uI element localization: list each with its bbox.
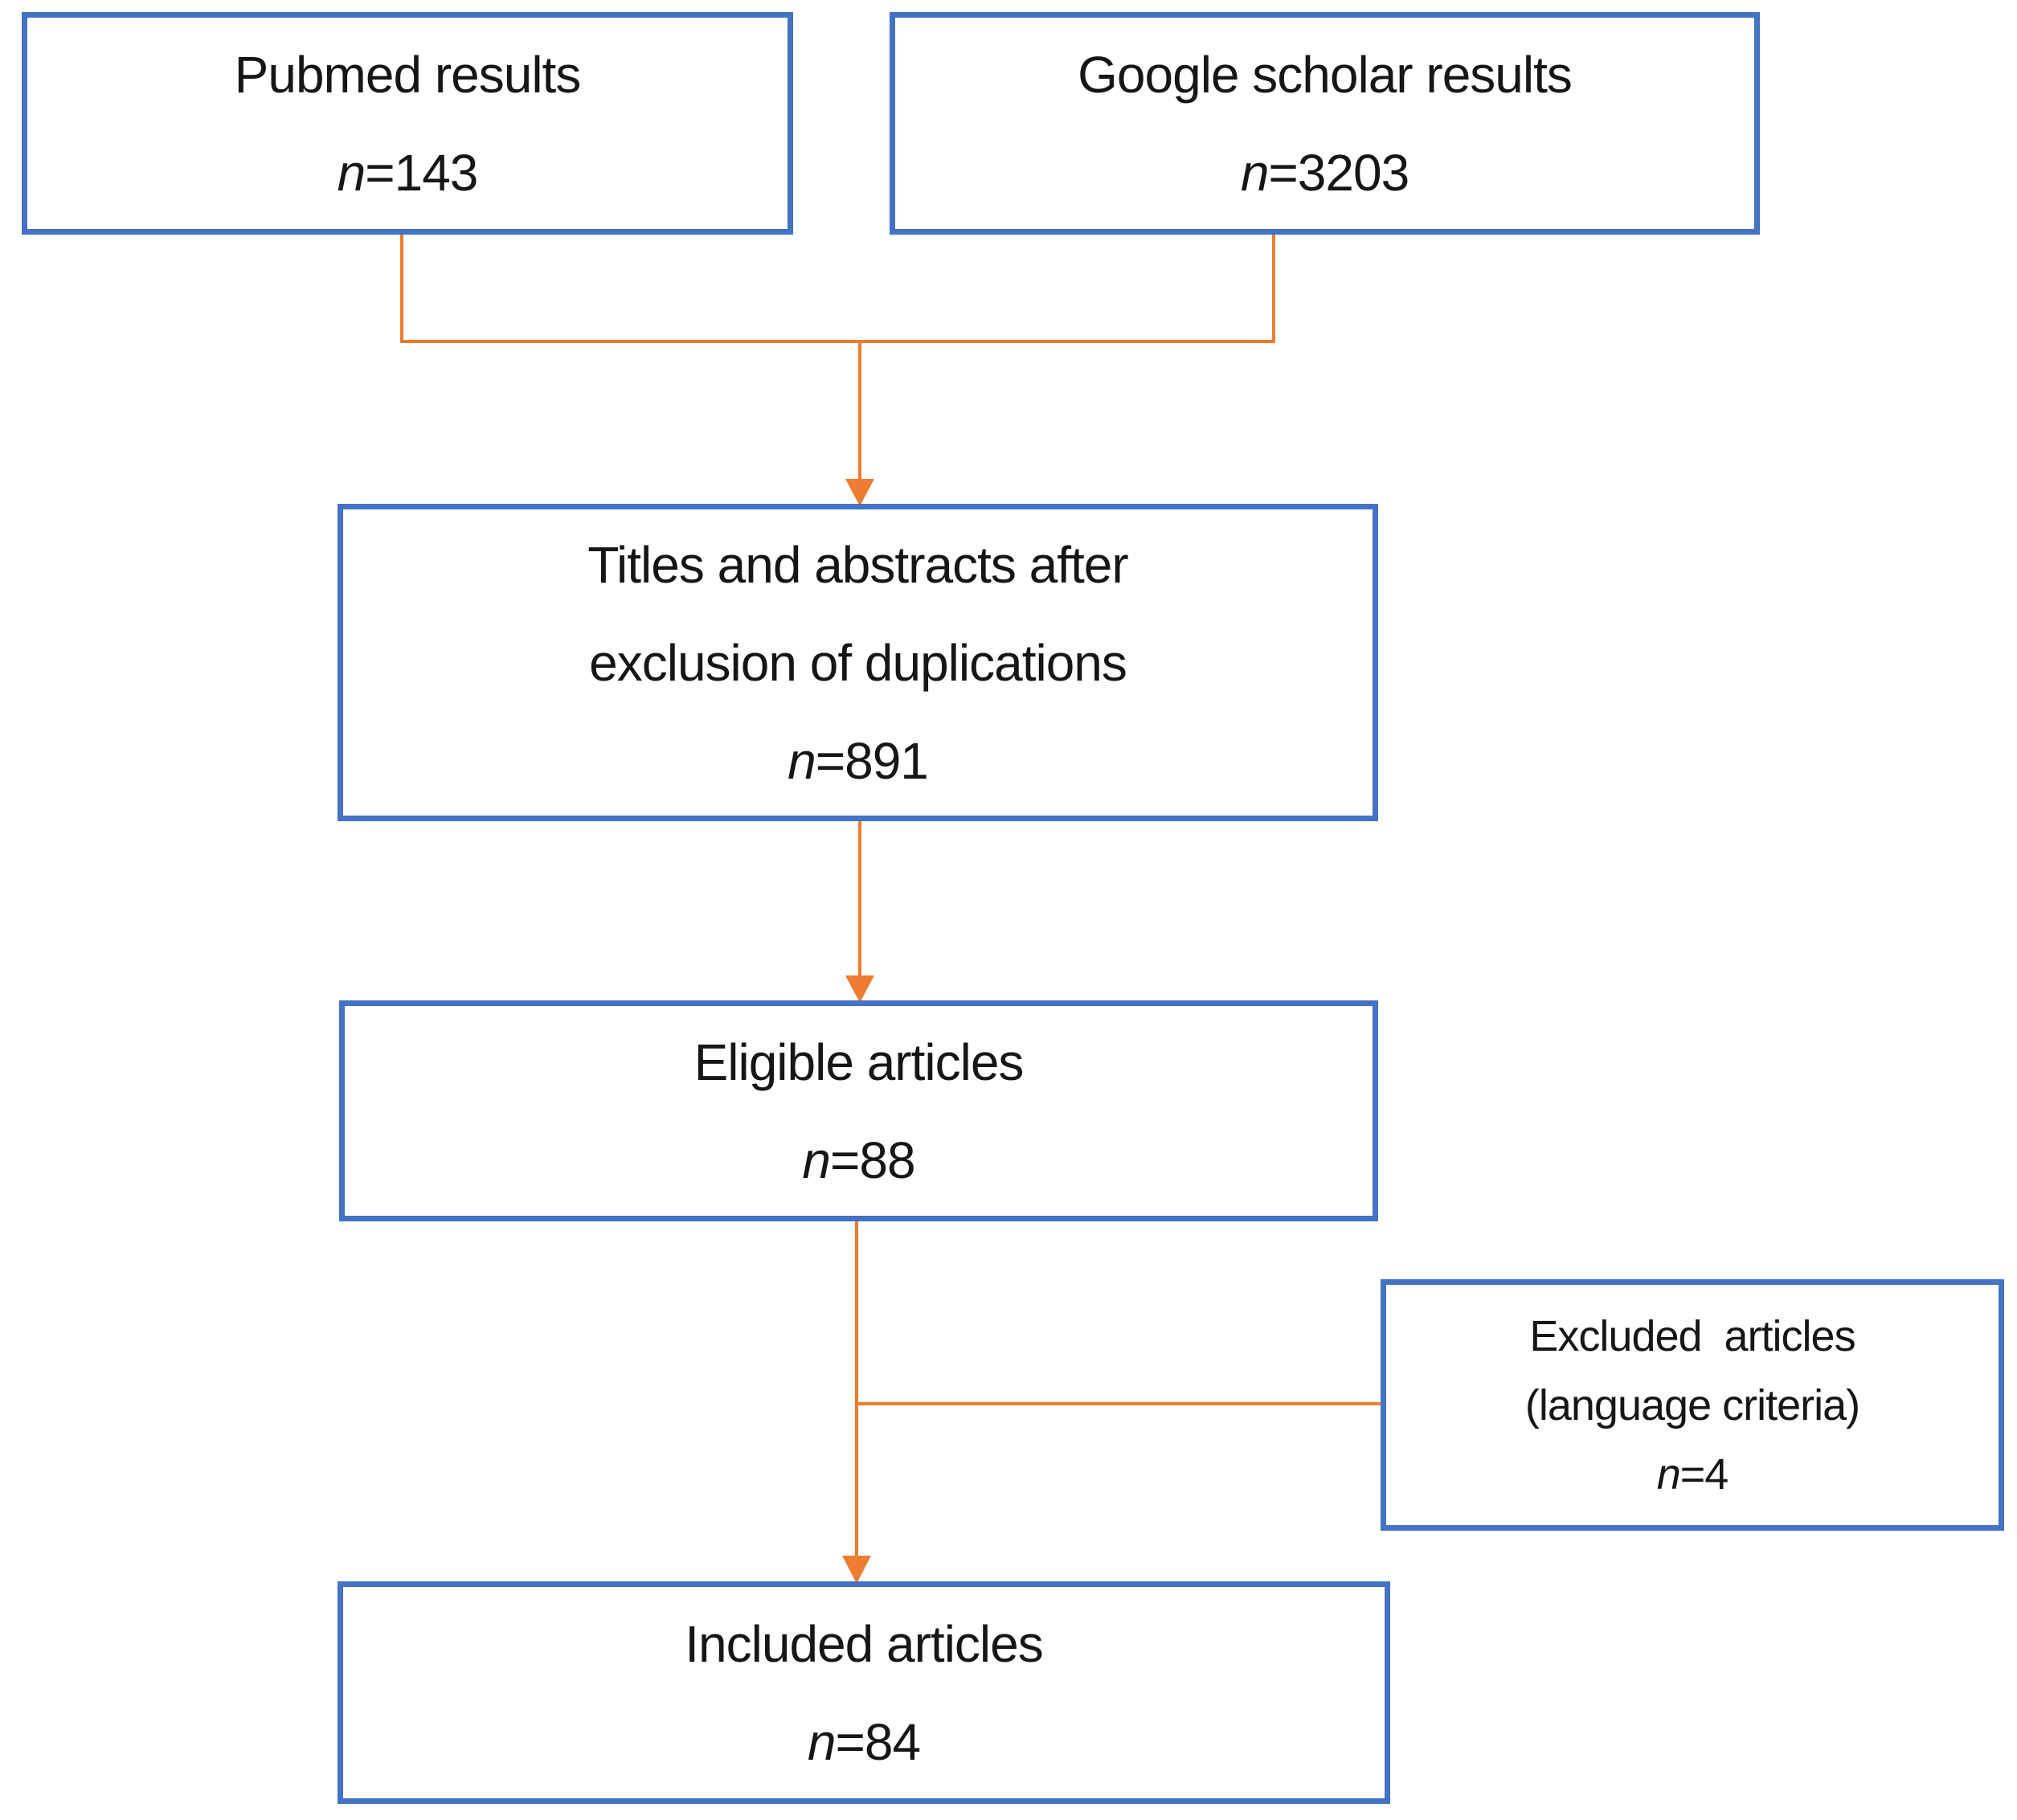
- pubmed-results-box: Pubmed results n=143: [22, 12, 793, 235]
- included-label: Included articles: [685, 1614, 1043, 1673]
- pubmed-count: n=143: [337, 124, 479, 222]
- eligible-count: n=88: [802, 1111, 916, 1209]
- n-value: =84: [835, 1712, 922, 1771]
- n-symbol: n: [802, 1131, 831, 1189]
- excluded-label-line1: Excluded articles: [1529, 1311, 1855, 1360]
- n-value: =4: [1679, 1450, 1729, 1499]
- n-symbol: n: [1656, 1450, 1681, 1499]
- arrowhead-icon: [845, 975, 874, 1003]
- excluded-count: n=4: [1657, 1440, 1729, 1509]
- n-symbol: n: [788, 731, 816, 790]
- included-articles-box: Included articles n=84: [338, 1581, 1390, 1804]
- google-count: n=3203: [1241, 124, 1409, 222]
- included-count: n=84: [807, 1693, 922, 1791]
- titles-count: n=891: [788, 712, 929, 810]
- n-symbol: n: [1240, 143, 1270, 202]
- n-symbol: n: [337, 143, 366, 202]
- arrowhead-icon: [842, 1556, 871, 1584]
- arrowhead-icon: [845, 479, 874, 506]
- pubmed-label: Pubmed results: [234, 45, 582, 104]
- n-value: =891: [815, 731, 929, 790]
- excluded-label-line2: (language criteria): [1524, 1380, 1860, 1429]
- eligible-articles-box: Eligible articles n=88: [339, 1000, 1378, 1221]
- n-value: =88: [830, 1131, 916, 1189]
- n-value: =3203: [1268, 143, 1409, 202]
- n-value: =143: [365, 143, 478, 202]
- google-scholar-results-box: Google scholar results n=3203: [890, 12, 1760, 235]
- google-label: Google scholar results: [1078, 45, 1573, 104]
- excluded-articles-box: Excluded articles (language criteria) n=…: [1381, 1279, 2004, 1531]
- titles-label-line1: Titles and abstracts after: [587, 535, 1128, 594]
- eligible-label: Eligible articles: [693, 1033, 1025, 1091]
- titles-label-line2: exclusion of duplications: [589, 633, 1127, 692]
- titles-abstracts-box: Titles and abstracts after exclusion of …: [338, 504, 1378, 821]
- n-symbol: n: [807, 1712, 837, 1771]
